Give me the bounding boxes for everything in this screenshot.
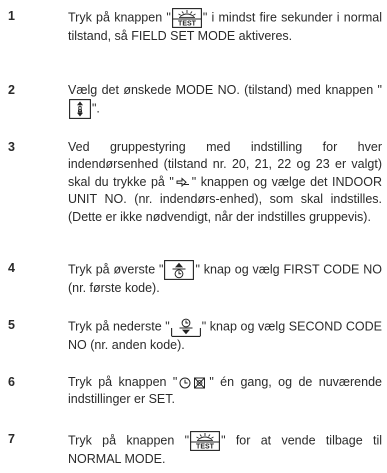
step-number: 5 — [8, 318, 15, 332]
temp-setting-icon — [69, 99, 91, 120]
clock-cancel-icon — [178, 376, 208, 390]
step-number: 7 — [8, 432, 15, 446]
step-text: Ved gruppestyring med indstilling for hv… — [68, 140, 382, 224]
step-text: Tryk på nederste "" knap og vælg SECOND … — [68, 317, 382, 354]
step-number: 6 — [8, 375, 15, 389]
step-text: Vælg det ønskede MODE NO. (tilstand) med… — [68, 82, 382, 120]
step-text: Tryk på knappen "TEST" for at vende tilb… — [68, 431, 382, 468]
step-number: 4 — [8, 261, 15, 275]
timer-down-icon — [170, 317, 201, 337]
timer-up-icon — [164, 260, 195, 280]
step-number: 3 — [8, 140, 15, 154]
svg-text:TEST: TEST — [196, 444, 215, 451]
svg-text:TEST: TEST — [178, 21, 197, 28]
step-text: Tryk på knappen "" én gang, og de nuvære… — [68, 375, 382, 407]
test-button-icon: TEST — [190, 431, 221, 451]
step-text: Tryk på øverste "" knap og vælg FIRST CO… — [68, 260, 382, 297]
step-number: 1 — [8, 9, 15, 23]
step-number: 2 — [8, 83, 15, 97]
arrows-icon — [175, 176, 191, 190]
test-button-icon: TEST — [171, 8, 202, 28]
step-text: Tryk på knappen "TEST" i mindst fire sek… — [68, 8, 382, 45]
